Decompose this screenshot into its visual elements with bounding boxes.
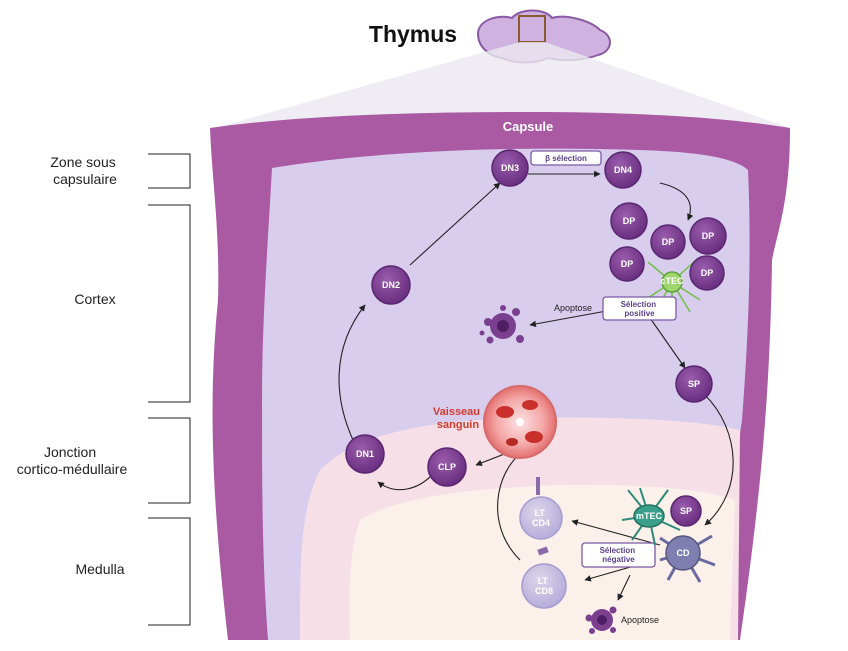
svg-text:mTEC: mTEC [636, 511, 663, 521]
mtec-cell: mTEC [621, 487, 681, 546]
cell-dn1: DN1 [345, 434, 385, 474]
apoptose-label-medulla: Apoptose [621, 615, 659, 625]
apoptotic-cell-medulla [585, 606, 617, 634]
svg-text:SP: SP [688, 379, 700, 389]
cell-dn2: DN2 [371, 265, 411, 305]
zone-brackets [148, 153, 191, 626]
cell-dp-3: DP [689, 217, 727, 255]
svg-text:DP: DP [623, 216, 636, 226]
zone-label-jonction: Jonction cortico-médullaire [17, 444, 128, 477]
apoptose-label-cortex: Apoptose [554, 303, 592, 313]
cell-dp-5: DP [689, 255, 725, 291]
svg-text:DN2: DN2 [382, 280, 400, 290]
svg-text:DN1: DN1 [356, 449, 374, 459]
lt-cd4-cell: LT CD4 [519, 477, 563, 540]
cell-sp-medulla: SP [670, 495, 702, 527]
svg-text:DP: DP [621, 259, 634, 269]
cell-dn4: DN4 [604, 151, 642, 189]
selection-negative-box: Sélection négative [581, 542, 656, 568]
capsule-label: Capsule [503, 119, 554, 134]
svg-text:LT CD4: LT CD4 [532, 508, 550, 528]
dendritic-cell-cd: CD [659, 534, 716, 583]
diagram-title: Thymus [369, 21, 457, 47]
svg-text:DP: DP [702, 231, 715, 241]
zone-label-cortex: Cortex [74, 291, 115, 307]
svg-text:CLP: CLP [438, 462, 456, 472]
blood-vessel [483, 385, 557, 459]
svg-text:LT CD8: LT CD8 [535, 576, 553, 596]
vessel-label: Vaisseau sanguin [433, 406, 483, 431]
zone-label-sous-capsulaire: Zone sous capsulaire [50, 154, 119, 187]
svg-text:β sélection: β sélection [545, 154, 587, 163]
svg-text:DP: DP [662, 237, 675, 247]
svg-text:cTEC: cTEC [660, 276, 684, 286]
zone-label-medulla: Medulla [75, 561, 124, 577]
svg-text:SP: SP [680, 506, 692, 516]
cell-dp-4: DP [609, 246, 645, 282]
cell-sp: SP [675, 365, 713, 403]
svg-text:DP: DP [701, 268, 714, 278]
selection-positive-box: Sélection positive [602, 296, 677, 321]
svg-text:Sélection négative: Sélection négative [600, 546, 638, 564]
cell-dp-1: DP [610, 202, 648, 240]
apoptotic-cell-cortex [479, 305, 524, 344]
svg-text:CD: CD [677, 548, 690, 558]
svg-text:DN3: DN3 [501, 163, 519, 173]
beta-selection-box: β sélection [530, 150, 602, 166]
svg-text:DN4: DN4 [614, 165, 632, 175]
svg-text:Sélection positive: Sélection positive [621, 300, 659, 318]
cell-dn3: DN3 [491, 149, 529, 187]
zoom-cone [215, 42, 790, 128]
cell-dp-2: DP [650, 224, 686, 260]
cell-clp: CLP [427, 447, 467, 487]
lt-cd8-cell: LT CD8 [521, 546, 567, 609]
